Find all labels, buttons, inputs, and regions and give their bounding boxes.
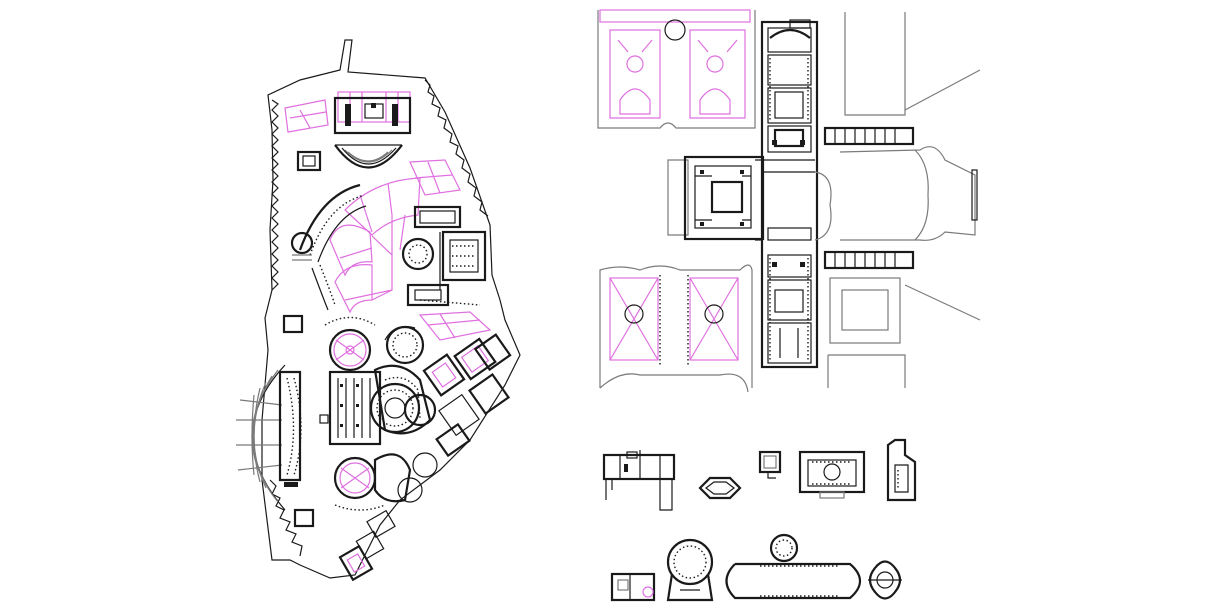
parterre-southeast — [418, 311, 492, 341]
parterre-arc — [329, 177, 421, 314]
colonnade-arc — [298, 183, 367, 311]
detail-plan-1 — [602, 450, 676, 511]
detail-plan-9 — [868, 560, 902, 600]
detail-plan-5 — [886, 438, 917, 502]
courtyard-south — [333, 452, 438, 511]
terrace-edge-bottom — [269, 479, 303, 557]
baths-complex — [401, 205, 487, 307]
central-courts — [324, 316, 437, 446]
parterre-east — [409, 159, 461, 196]
detail-plan-2 — [698, 476, 742, 500]
small-shrine — [319, 414, 329, 424]
maritime-theatre — [369, 382, 421, 434]
pavilion-west-2 — [282, 314, 304, 334]
palace-west-court — [667, 155, 765, 241]
terrace-edge-right — [424, 79, 489, 217]
theatre-north — [334, 144, 403, 169]
garden-southwest — [599, 264, 753, 393]
palace-main-block — [755, 19, 819, 369]
site-boundary — [261, 39, 521, 579]
pavilion-south — [293, 508, 315, 528]
detail-plan-8 — [725, 533, 862, 600]
building-north — [333, 96, 412, 135]
detail-plan-4 — [798, 450, 866, 499]
stadium-theatre — [236, 364, 286, 511]
palace-east-court — [814, 12, 981, 388]
detail-plan-7 — [666, 538, 714, 602]
pavilion-west — [296, 150, 322, 172]
palace-plan — [597, 9, 981, 393]
canopus-pool — [278, 370, 302, 487]
rotunda-west — [290, 231, 314, 255]
detail-plan-6 — [610, 572, 656, 602]
garden-northwest — [597, 9, 756, 129]
villa-site-plan — [236, 39, 521, 582]
detail-plan-3 — [758, 450, 782, 479]
east-rooms — [338, 333, 512, 582]
detail-plans — [602, 438, 917, 602]
terrace-edge-left — [271, 99, 279, 291]
